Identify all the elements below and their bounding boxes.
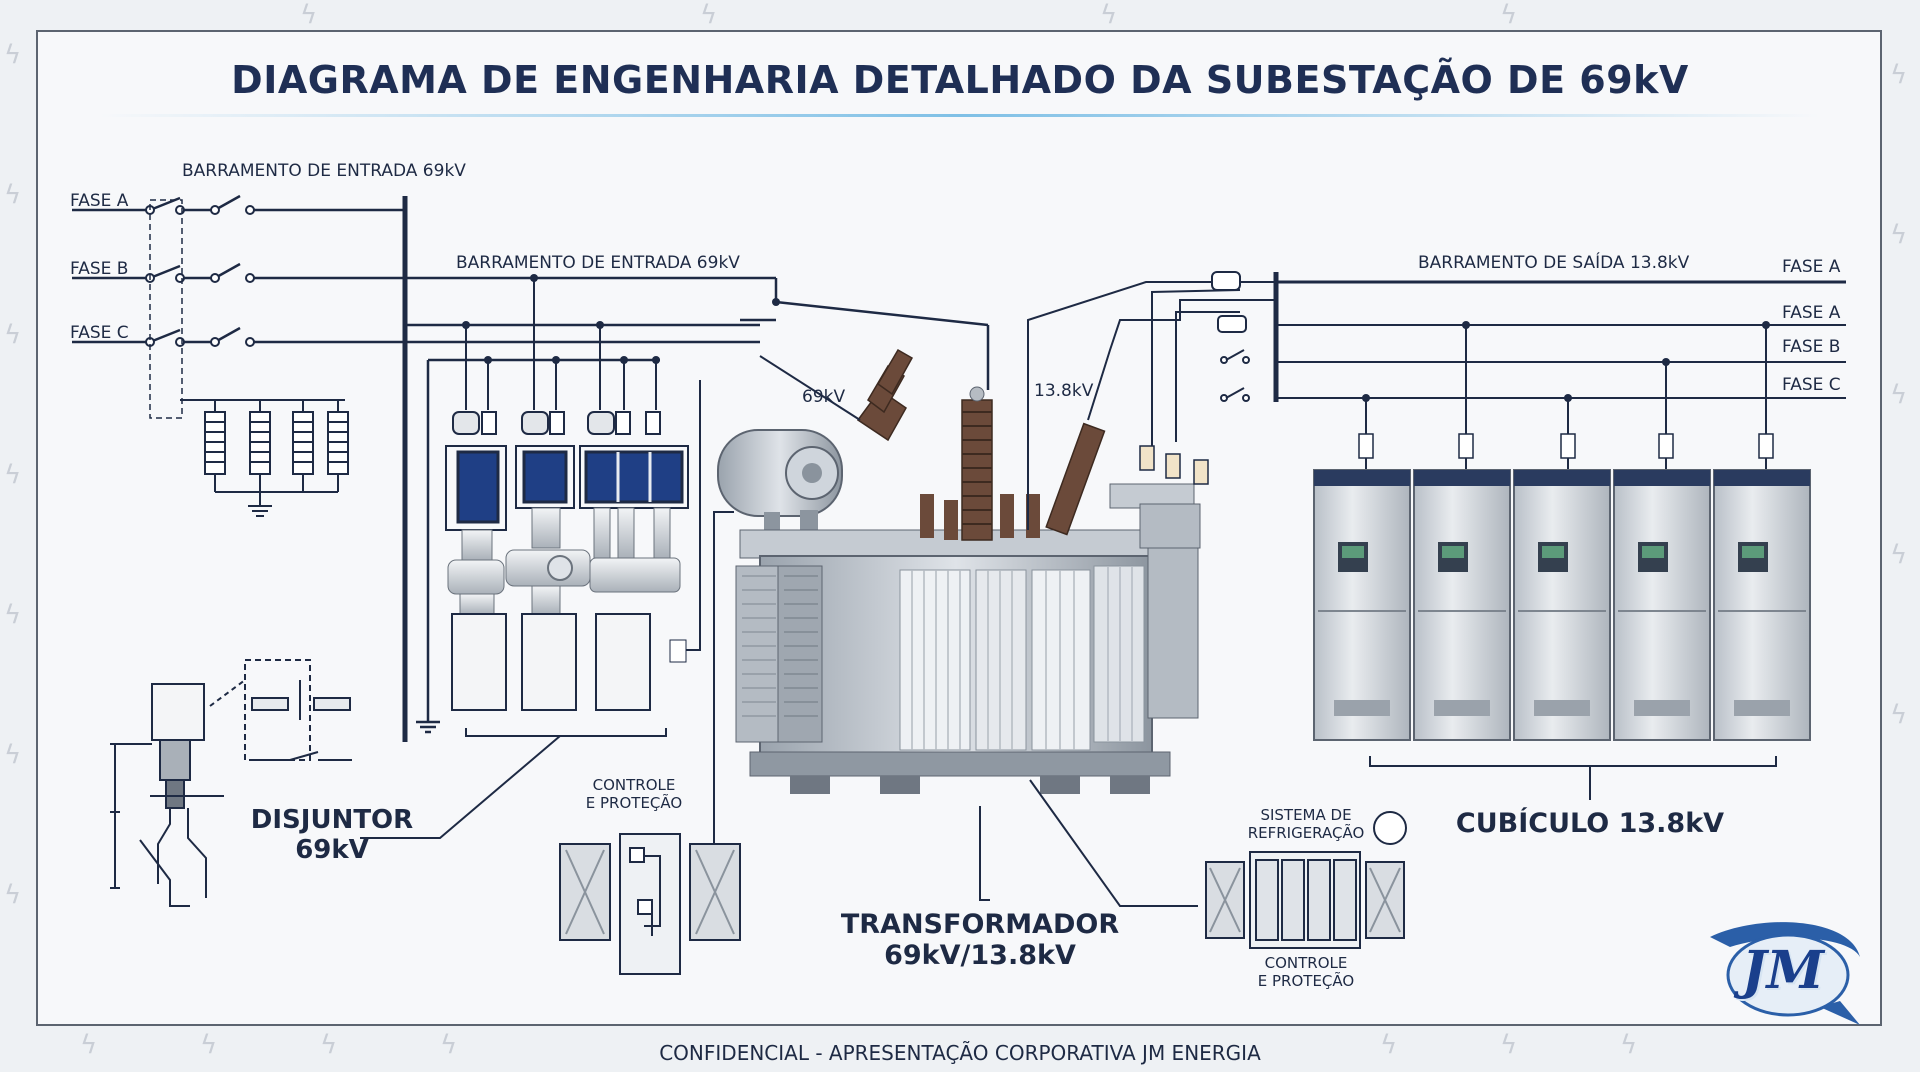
bolt-icon: ϟ: [4, 320, 22, 350]
incoming-phase-lines: [72, 194, 405, 344]
outgoing-ct-icons: [1139, 445, 1209, 485]
feeder-tap-dots: [1362, 321, 1770, 402]
hv-bushing-label: 69kV: [802, 387, 845, 407]
switchgear-cubicles: [1313, 469, 1811, 741]
bolt-icon: ϟ: [1380, 1030, 1398, 1060]
cooling-system: [1205, 811, 1407, 949]
outgoing-phase-a-top-label: FASE A: [1782, 257, 1841, 277]
control-left-label-line1: CONTROLE: [593, 776, 676, 794]
transformer-label-line2: 69kV/13.8kV: [884, 940, 1076, 971]
outgoing-phase-b-label: FASE B: [1782, 337, 1840, 357]
transformer-label-line1: TRANSFORMADOR: [841, 909, 1119, 940]
bolt-icon: ϟ: [1890, 540, 1908, 570]
bolt-icon: ϟ: [4, 40, 22, 70]
feeder-fuses: [1358, 433, 1774, 459]
bolt-icon: ϟ: [1620, 1030, 1638, 1060]
logo-text: JM: [1741, 940, 1825, 1001]
bolt-icon: ϟ: [1100, 0, 1118, 30]
outgoing-phase-c-label: FASE C: [1782, 375, 1841, 395]
jm-logo: [1710, 922, 1860, 1025]
bolt-icon: ϟ: [4, 740, 22, 770]
transformer-leader-line: [979, 806, 990, 901]
bolt-icon: ϟ: [320, 1030, 338, 1060]
bolt-icon: ϟ: [1500, 0, 1518, 30]
bolt-icon: ϟ: [700, 0, 718, 30]
control-left-label-line2: E PROTEÇÃO: [586, 793, 682, 812]
control-right-label-line2: E PROTEÇÃO: [1258, 971, 1354, 990]
control-leader-line: [713, 511, 734, 860]
cooling-leader-line: [1029, 779, 1198, 907]
breaker-drops: [465, 278, 657, 410]
incoming-bus-label-mid: BARRAMENTO DE ENTRADA 69kV: [456, 253, 740, 273]
outgoing-bus: [1273, 272, 1846, 402]
cubicle-bracket: [1369, 756, 1777, 767]
title-divider: [100, 114, 1820, 117]
bolt-icon: ϟ: [1500, 1030, 1518, 1060]
outgoing-switch-symbols: [1211, 271, 1250, 402]
phase-b-label: FASE B: [70, 259, 128, 279]
control-wire: [686, 380, 701, 651]
outgoing-bus-label: BARRAMENTO DE SAÍDA 13.8kV: [1418, 251, 1690, 273]
breaker-leader-line: [360, 735, 561, 839]
control-right-label-line1: CONTROLE: [1265, 954, 1348, 972]
bolt-icon: ϟ: [1890, 60, 1908, 90]
bolt-icon: ϟ: [440, 1030, 458, 1060]
breaker-label-line1: DISJUNTOR: [251, 805, 413, 835]
control-relay-icon: [669, 639, 687, 663]
bolt-icon: ϟ: [1890, 220, 1908, 250]
bolt-icon: ϟ: [1890, 380, 1908, 410]
breaker-mechanism-detail: [110, 659, 352, 907]
incoming-bus-label-top: BARRAMENTO DE ENTRADA 69kV: [182, 161, 466, 181]
bolt-icon: ϟ: [4, 880, 22, 910]
cubicle-label: CUBÍCULO 13.8kV: [1456, 807, 1724, 839]
bolt-icon: ϟ: [1890, 700, 1908, 730]
bolt-icon: ϟ: [300, 0, 318, 30]
surge-arresters: [180, 399, 349, 517]
outgoing-phase-a-label: FASE A: [1782, 303, 1841, 323]
control-protection-panel-left: [559, 833, 741, 975]
page-title: DIAGRAMA DE ENGENHARIA DETALHADO DA SUBE…: [231, 58, 1689, 102]
breaker-label-line2: 69kV: [295, 835, 369, 865]
breaker-bracket: [465, 728, 667, 737]
bolt-icon: ϟ: [4, 600, 22, 630]
circuit-breaker-69kv: [445, 411, 689, 711]
cooling-label-line2: REFRIGERAÇÃO: [1248, 823, 1365, 842]
power-transformer: [717, 348, 1201, 794]
bolt-icon: ϟ: [200, 1030, 218, 1060]
lv-bushing-label: 13.8kV: [1034, 381, 1094, 401]
interlock-dashed-box: [149, 199, 183, 419]
bolt-icon: ϟ: [80, 1030, 98, 1060]
cooling-label-line1: SISTEMA DE: [1260, 806, 1351, 824]
bus-tap-dots: [462, 274, 780, 364]
footer-confidential: CONFIDENCIAL - APRESENTAÇÃO CORPORATIVA …: [659, 1041, 1261, 1065]
phase-a-label: FASE A: [70, 191, 129, 211]
bolt-icon: ϟ: [4, 460, 22, 490]
bolt-icon: ϟ: [4, 180, 22, 210]
phase-c-label: FASE C: [70, 323, 129, 343]
switch-contacts: [145, 205, 255, 347]
